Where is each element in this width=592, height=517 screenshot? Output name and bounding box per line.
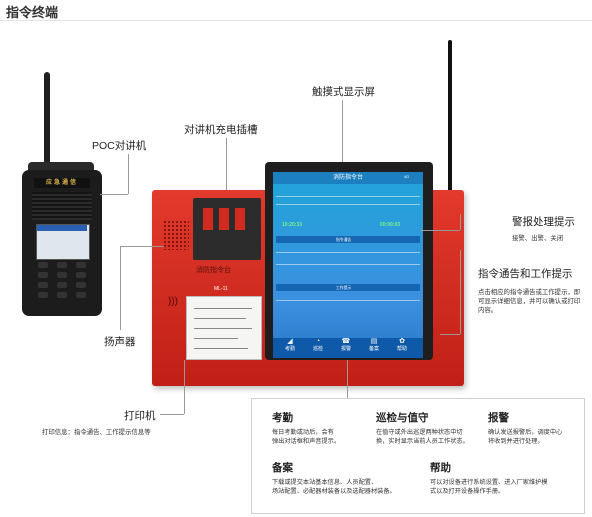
leader-line <box>184 360 185 414</box>
callout-charger: 对讲机充电插槽 <box>184 124 258 136</box>
radio-key <box>38 282 48 288</box>
callout-printer-desc: 打印信息：指令通告、工作提示信息等 <box>42 429 151 436</box>
screen-section-notices: 指令通告 <box>336 238 352 242</box>
radio-key <box>57 292 67 298</box>
radio-brand: 应急通信 <box>34 178 90 188</box>
radio-key <box>76 272 86 278</box>
terminal-label: 消防指令台 <box>196 267 231 274</box>
feature-desc-patrol-1: 在值守或外出巡逻两种状态中切 <box>376 429 463 436</box>
screen-time-left: 10:20:33 <box>282 222 303 228</box>
paper-text-line <box>194 328 252 329</box>
leader-line <box>460 250 461 334</box>
radio-key <box>38 292 48 298</box>
leader-line <box>420 230 460 231</box>
leader-line <box>128 154 129 194</box>
feature-desc-record-1: 下载或提交本站基本信息、人员配置、 <box>272 479 378 486</box>
touchscreen-display[interactable] <box>273 172 423 358</box>
screen-section-tasks: 工作提示 <box>336 286 352 290</box>
leader-line <box>120 246 121 330</box>
screen-title: 消防指令台 <box>273 172 423 184</box>
leader-line <box>440 334 460 335</box>
screen-button-record[interactable]: 备案 <box>368 346 379 352</box>
callout-command-desc-3: 内容。 <box>478 307 498 314</box>
callout-command-desc-2: 可显示详细信息，并可以确认或打印 <box>478 298 581 305</box>
radio-key <box>76 292 86 298</box>
radio-key <box>57 272 67 278</box>
feature-desc-patrol-2: 换，实时显示当前人员工作状态。 <box>376 438 469 445</box>
leader-line <box>342 100 343 162</box>
paper-text-line <box>194 348 248 349</box>
alarm-icon: ☎ <box>341 338 351 345</box>
leader-line <box>120 246 164 247</box>
radio-screen-header <box>37 225 87 231</box>
callout-touchscreen: 触摸式显示屏 <box>312 86 375 98</box>
feature-desc-record-2: 场站配置、必配器材装备以及选配器材装备。 <box>272 488 396 495</box>
leader-line <box>160 414 184 415</box>
feature-title-help: 帮助 <box>430 462 451 474</box>
leader-line <box>100 194 128 195</box>
radio-key <box>76 282 86 288</box>
callout-command: 指令通告和工作提示 <box>478 268 573 280</box>
signal-indicator: 4G <box>404 175 410 179</box>
paper-text-line <box>194 338 238 339</box>
feature-desc-help-2: 式以及打开设备操作手册。 <box>430 488 505 495</box>
record-icon: ▤ <box>370 338 378 345</box>
callout-command-desc-1: 点击相应的指令通告或工作提示，即 <box>478 289 581 296</box>
callout-alarm-desc: 接警、出警、关闭 <box>512 235 564 242</box>
radio-grille <box>32 192 92 220</box>
terminal-model: ML-11 <box>214 286 228 292</box>
feature-title-attendance: 考勤 <box>272 412 293 424</box>
screen-button-help[interactable]: 帮助 <box>396 346 407 352</box>
charging-bay <box>235 208 245 230</box>
feature-desc-alarm-2: 将收到并进行处理。 <box>488 438 544 445</box>
feature-desc-attendance-2: 弹出对话框和声音提示。 <box>272 438 341 445</box>
radio-key <box>38 272 48 278</box>
radio-antenna <box>44 72 50 174</box>
leader-line <box>460 214 461 230</box>
nfc-icon: ))) <box>168 296 178 307</box>
feature-title-alarm: 报警 <box>488 412 509 424</box>
screen-row[interactable] <box>276 300 420 301</box>
leader-line <box>226 138 227 198</box>
terminal-antenna <box>448 40 452 202</box>
screen-row <box>276 196 420 197</box>
page-title: 指令终端 <box>6 5 59 20</box>
feature-desc-alarm-1: 确认发送报警后，调度中心 <box>488 429 563 436</box>
screen-button-alarm[interactable]: 报警 <box>340 346 351 352</box>
callout-alarm: 警报处理提示 <box>512 216 575 228</box>
radio-key <box>57 262 67 268</box>
screen-section-bar <box>276 236 420 243</box>
screen-section-bar <box>276 284 420 291</box>
feature-desc-attendance-1: 每日考勤或动后，会有 <box>272 429 334 436</box>
feature-title-record: 备案 <box>272 462 293 474</box>
screen-button-bar <box>273 338 423 358</box>
screen-row <box>276 252 420 253</box>
patrol-icon: ◔ <box>315 338 321 345</box>
leader-line <box>347 360 348 398</box>
attendance-icon: ◢ <box>287 338 293 345</box>
charging-bay <box>203 208 213 230</box>
screen-row <box>276 204 420 205</box>
callout-poc: POC对讲机 <box>92 140 147 152</box>
help-icon: ✿ <box>399 338 405 345</box>
radio-key <box>57 282 67 288</box>
screen-button-patrol[interactable]: 巡检 <box>312 346 323 352</box>
paper-text-line <box>194 318 246 319</box>
paper-text-line <box>194 308 252 309</box>
callout-printer: 打印机 <box>124 410 156 422</box>
title-divider <box>0 20 592 21</box>
radio-key <box>38 262 48 268</box>
screen-row <box>276 264 420 265</box>
feature-panel <box>251 398 585 514</box>
charging-bay <box>219 208 229 230</box>
screen-time-right: 00:00:03 <box>380 222 401 228</box>
feature-desc-help-1: 可以对设备进行系统设置、进入厂家维护模 <box>430 479 548 486</box>
feature-title-patrol: 巡检与值守 <box>376 412 429 424</box>
speaker-grille <box>163 220 189 250</box>
callout-speaker: 扬声器 <box>104 336 136 348</box>
screen-button-attendance[interactable]: 考勤 <box>284 346 295 352</box>
radio-key <box>76 262 86 268</box>
